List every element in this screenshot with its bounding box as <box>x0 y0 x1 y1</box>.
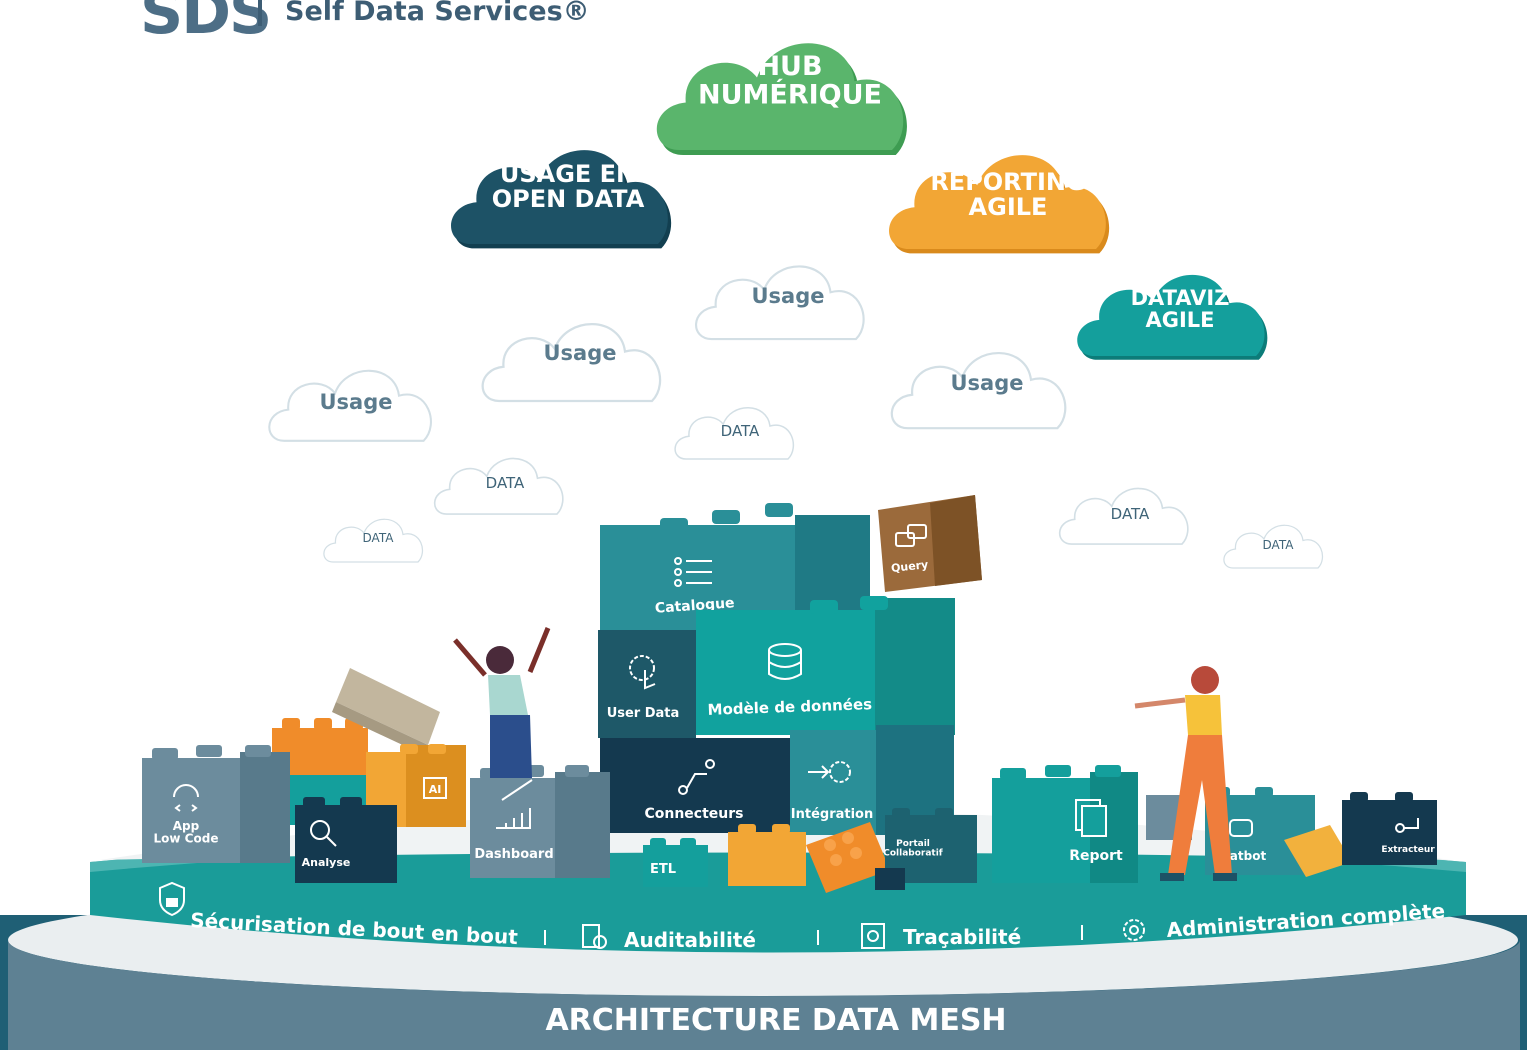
brick-beige <box>332 668 440 755</box>
cloud-label: Usage <box>752 284 825 308</box>
brick-label: atbot <box>1230 849 1267 863</box>
touch-gear-icon <box>629 655 656 690</box>
cloud-usage: Usage <box>481 323 662 403</box>
brick-dashboard: Dashboard <box>470 765 610 878</box>
cloud-data: DATA <box>1058 487 1189 545</box>
brick-label: User Data <box>607 706 680 721</box>
cloud-label: DATA <box>486 474 525 492</box>
brick-modele: Modèle de données <box>696 596 955 735</box>
cloud-label: DATA <box>721 422 760 440</box>
logo-separator <box>258 0 262 26</box>
cloud-data: DATA <box>323 518 424 563</box>
cloud-label: Usage <box>951 371 1024 395</box>
brick-label: Intégration <box>791 807 873 822</box>
ai-chip-icon <box>423 777 447 799</box>
brick-label: Query <box>890 558 928 575</box>
cloud-label: DATA <box>1263 538 1295 552</box>
integration-icon <box>808 761 851 783</box>
connector-icon <box>678 759 715 795</box>
brick-label: Modèle de données <box>707 695 872 719</box>
cloud-label: Usage <box>320 390 393 414</box>
brick-label: Dashboard <box>474 847 553 862</box>
feature-label: Auditabilité <box>624 928 756 952</box>
person-woman-pointing <box>1134 666 1237 881</box>
cloud-label: DATA <box>363 531 395 545</box>
audit-document-icon <box>582 924 607 949</box>
report-document-icon <box>1075 799 1107 837</box>
brick-user-data: User Data <box>598 630 696 738</box>
brand-name: Self Data Services® <box>285 0 590 27</box>
chat-bubble-icon <box>895 524 927 547</box>
database-icon <box>768 643 802 680</box>
platform-disc-side <box>8 940 1520 1050</box>
cloud-data: DATA <box>674 407 795 460</box>
speedometer-code-icon <box>173 784 199 812</box>
feature-tracabilite: Traçabilité <box>861 923 1021 949</box>
brick-label: Extracteur <box>1381 845 1435 855</box>
brick-yellow-small <box>1284 825 1352 877</box>
base-title: ARCHITECTURE DATA MESH <box>545 1003 1006 1038</box>
cloud-label: DATA <box>1111 505 1150 523</box>
brick-etl: ETL <box>643 838 708 887</box>
list-icon <box>674 557 712 587</box>
brick-report: Report <box>992 765 1138 883</box>
cloud-label: Usage <box>544 341 617 365</box>
brick-label: Report <box>1069 848 1123 864</box>
gear-icon <box>1123 919 1145 941</box>
brand-logo: SDS Self Data Services® <box>140 0 590 48</box>
cloud-data: DATA <box>433 457 564 515</box>
brick-label: ETL <box>650 862 676 877</box>
logo-mark: SDS <box>140 0 272 48</box>
brick-analyse: Analyse <box>295 797 397 883</box>
tower: Catalogue Query User Data <box>598 495 982 835</box>
brick-label: AI <box>429 783 442 796</box>
brick-label: Analyse <box>302 856 351 869</box>
cloud-usage: Usage <box>268 369 432 442</box>
trace-document-icon <box>861 923 885 949</box>
brick-extracteur: Extracteur <box>1342 792 1437 865</box>
brick-connecteurs: Connecteurs <box>600 738 790 833</box>
magnifier-chart-icon <box>310 820 337 847</box>
extract-icon <box>1395 818 1419 833</box>
brick-orange-tilted <box>806 822 890 893</box>
feature-auditabilite: Auditabilité <box>582 924 756 952</box>
brick-label: Connecteurs <box>644 806 743 822</box>
shield-icon <box>159 881 185 917</box>
cloud-data: DATA <box>1223 524 1324 569</box>
feature-label: Traçabilité <box>903 925 1021 949</box>
brick-query: Query <box>878 495 982 592</box>
robot-icon <box>1229 819 1253 837</box>
bar-chart-icon <box>496 779 533 829</box>
cloud-usage: Usage <box>694 265 865 341</box>
cloud-usage: Usage <box>890 351 1067 430</box>
brick-yellow <box>728 824 806 886</box>
person-woman-celebrating <box>453 627 551 778</box>
